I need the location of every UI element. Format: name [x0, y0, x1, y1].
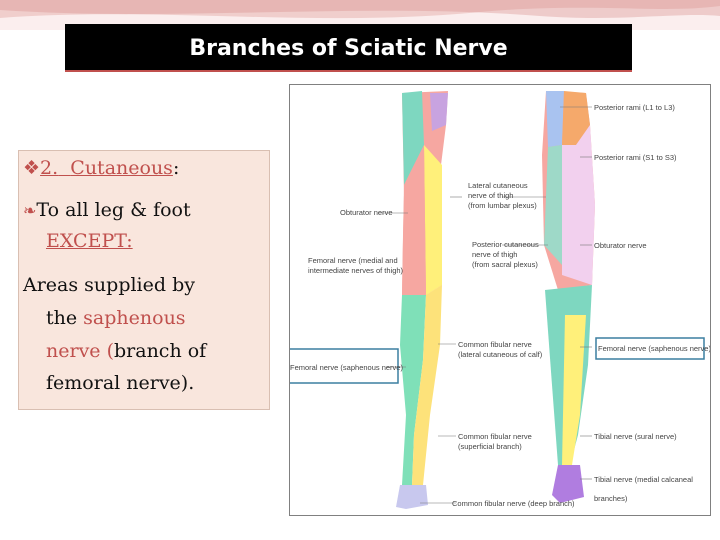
- areas-line-4: femoral nerve).: [46, 372, 195, 394]
- highlight-box-right: [595, 337, 705, 360]
- label-tibial-sural: Tibial nerve (sural nerve): [594, 432, 677, 441]
- label-posterior-rami-s1-s3: Posterior rami (S1 to S3): [594, 153, 677, 162]
- heading-number: 2.: [40, 157, 59, 179]
- leg-innervation-figure: Posterior rami (L1 to L3) Posterior rami…: [289, 84, 711, 516]
- nerve-word: nerve (: [46, 340, 114, 362]
- leader-lines: [378, 106, 592, 504]
- areas-line-1: Areas supplied by: [23, 274, 195, 296]
- label-common-fibular-superficial-2: (superficial branch): [458, 442, 522, 451]
- label-common-fibular-deep: Common fibular nerve (deep branch): [452, 499, 575, 508]
- bullet-line: ❧To all leg & foot: [23, 199, 191, 221]
- areas-line-3-plain: branch of: [114, 340, 207, 362]
- label-obturator-right: Obturator nerve: [594, 241, 647, 250]
- curl-bullet-icon: ❧: [23, 201, 37, 220]
- slide-title: Branches of Sciatic Nerve: [189, 36, 508, 61]
- leg-diagram: Posterior rami (L1 to L3) Posterior rami…: [290, 91, 711, 509]
- label-posterior-rami-l1-l3: Posterior rami (L1 to L3): [594, 103, 675, 112]
- label-tibial-calcaneal-2: branches): [594, 494, 628, 503]
- heading-colon: :: [172, 157, 180, 179]
- areas-line-2-plain: the: [46, 307, 78, 329]
- label-obturator-left: Obturator nerve: [340, 208, 393, 217]
- saphenous-word: saphenous: [83, 307, 186, 329]
- label-femoral-branches-2: intermediate nerves of thigh): [308, 266, 404, 275]
- posterior-leg: [542, 91, 595, 503]
- text-box: ❖2. Cutaneous: ❧To all leg & foot EXCEPT…: [18, 150, 270, 410]
- label-femoral-branches-1: Femoral nerve (medial and: [308, 256, 398, 265]
- label-posterior-cutaneous-2: nerve of thigh: [472, 250, 517, 259]
- label-lateral-cutaneous-2: nerve of thigh: [468, 191, 513, 200]
- areas-line-2: the saphenous: [46, 307, 186, 329]
- label-posterior-cutaneous-3: (from sacral plexus): [472, 260, 538, 269]
- bullet-text: To all leg & foot: [36, 199, 191, 221]
- label-posterior-cutaneous-1: Posterior cutaneous: [472, 240, 539, 249]
- checkbox-bullet-icon: ❖: [23, 157, 41, 179]
- heading-gap: [58, 157, 70, 179]
- label-lateral-cutaneous-3: (from lumbar plexus): [468, 201, 537, 210]
- label-femoral-saphenous-left: Femoral nerve (saphenous nerve): [290, 363, 403, 372]
- anterior-leg: [396, 91, 448, 509]
- heading-line: ❖2. Cutaneous:: [23, 157, 179, 179]
- label-tibial-calcaneal-1: Tibial nerve (medial calcaneal: [594, 475, 693, 484]
- label-femoral-saphenous-right: Femoral nerve (saphenous nerve): [598, 344, 711, 353]
- label-common-fibular-lateral-1: Common fibular nerve: [458, 340, 532, 349]
- except-text: EXCEPT:: [46, 230, 133, 252]
- heading-term: Cutaneous: [70, 157, 173, 179]
- label-common-fibular-lateral-2: (lateral cutaneous of calf): [458, 350, 543, 359]
- label-lateral-cutaneous-1: Lateral cutaneous: [468, 181, 528, 190]
- label-common-fibular-superficial-1: Common fibular nerve: [458, 432, 532, 441]
- areas-line-3: nerve (branch of: [46, 340, 206, 362]
- title-bar: Branches of Sciatic Nerve: [65, 24, 632, 72]
- highlight-box-left: [290, 348, 399, 384]
